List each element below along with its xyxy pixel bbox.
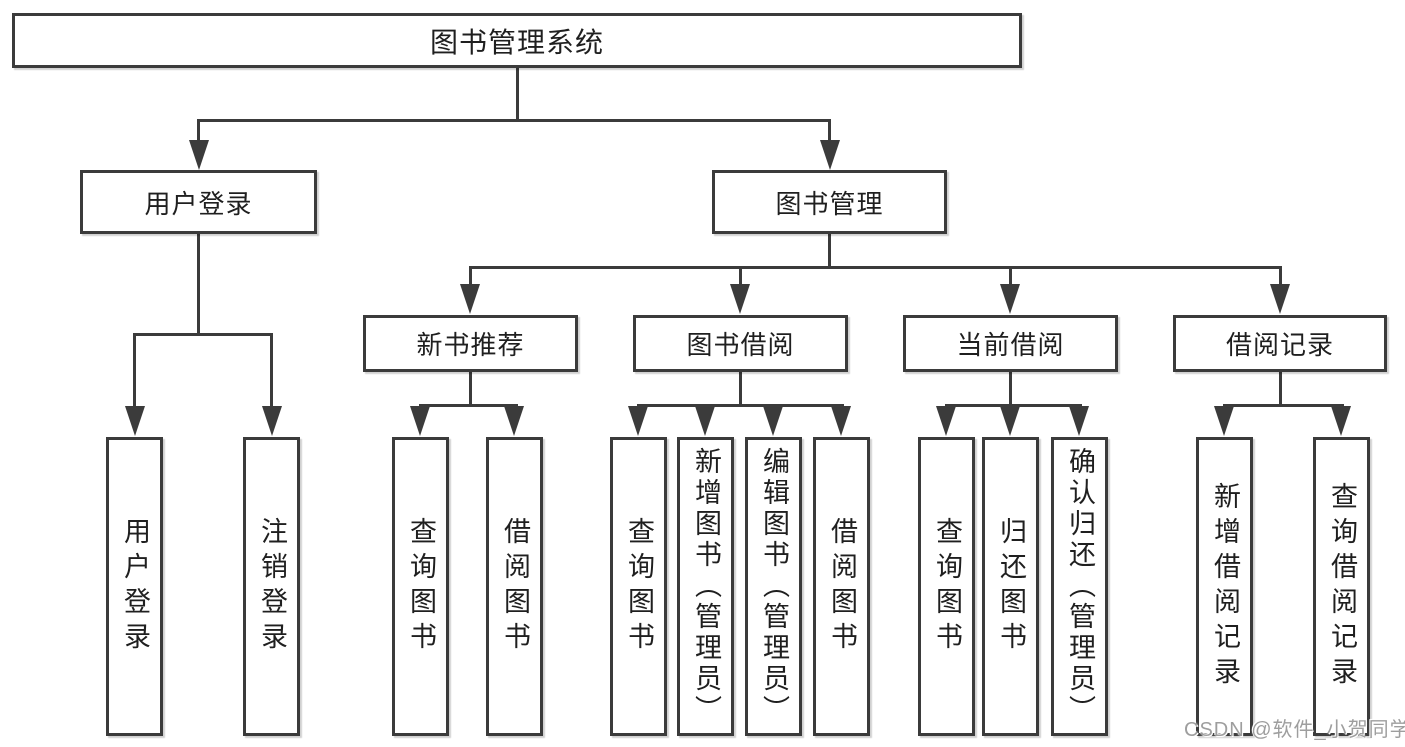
leaf-label: 借阅图书 bbox=[500, 516, 530, 657]
connector-line bbox=[133, 333, 273, 336]
arrowhead-down-icon bbox=[410, 406, 430, 436]
arrowhead-down-icon bbox=[504, 406, 524, 436]
leaf-label: 确认归还（管理员） bbox=[1065, 447, 1095, 726]
connector-line bbox=[1279, 268, 1282, 286]
node-label: 图书借阅 bbox=[686, 330, 795, 360]
connector-line bbox=[469, 372, 472, 406]
connector-line bbox=[1223, 404, 1344, 407]
leaf-node-user-login: 用户登录 bbox=[106, 437, 163, 736]
arrowhead-down-icon bbox=[125, 406, 145, 436]
arrowhead-down-icon bbox=[1000, 406, 1020, 436]
arrowhead-down-icon bbox=[1214, 406, 1234, 436]
node-label: 新书推荐 bbox=[416, 330, 525, 360]
leaf-node-query-borrow-record: 查询借阅记录 bbox=[1313, 437, 1370, 736]
connector-line bbox=[1009, 372, 1012, 406]
node-user-login: 用户登录 bbox=[80, 170, 317, 234]
arrowhead-down-icon bbox=[1069, 406, 1089, 436]
connector-line bbox=[197, 234, 200, 336]
leaf-label: 用户登录 bbox=[120, 516, 150, 657]
leaf-node-query-books: 查询图书 bbox=[918, 437, 975, 736]
node-label: 当前借阅 bbox=[956, 330, 1065, 360]
leaf-node-confirm-return-admin: 确认归还（管理员） bbox=[1051, 437, 1108, 736]
leaf-label: 查询图书 bbox=[624, 516, 654, 657]
connector-line bbox=[469, 266, 1282, 269]
connector-line bbox=[516, 68, 519, 120]
leaf-node-logout: 注销登录 bbox=[243, 437, 300, 736]
connector-line bbox=[197, 121, 200, 143]
arrowhead-down-icon bbox=[820, 140, 840, 170]
leaf-label: 新增图书（管理员） bbox=[691, 447, 721, 726]
node-current-borrowing: 当前借阅 bbox=[903, 315, 1118, 372]
leaf-label: 查询借阅记录 bbox=[1327, 481, 1357, 692]
leaf-label: 归还图书 bbox=[996, 516, 1026, 657]
arrowhead-down-icon bbox=[763, 406, 783, 436]
connector-line bbox=[133, 335, 136, 408]
node-book-borrowing: 图书借阅 bbox=[633, 315, 848, 372]
leaf-label: 查询图书 bbox=[406, 516, 436, 657]
arrowhead-down-icon bbox=[1000, 284, 1020, 314]
arrowhead-down-icon bbox=[1331, 406, 1351, 436]
connector-line bbox=[637, 404, 844, 407]
node-borrowing-records: 借阅记录 bbox=[1173, 315, 1387, 372]
leaf-node-borrow-books: 借阅图书 bbox=[813, 437, 870, 736]
node-label: 借阅记录 bbox=[1225, 330, 1334, 360]
leaf-node-add-borrow-record: 新增借阅记录 bbox=[1196, 437, 1253, 736]
node-root: 图书管理系统 bbox=[12, 13, 1022, 68]
leaf-node-query-books: 查询图书 bbox=[392, 437, 449, 736]
connector-line bbox=[828, 233, 831, 269]
leaf-node-return-books: 归还图书 bbox=[982, 437, 1039, 736]
leaf-node-query-books: 查询图书 bbox=[610, 437, 667, 736]
leaf-label: 查询图书 bbox=[932, 516, 962, 657]
connector-line bbox=[828, 121, 831, 143]
arrowhead-down-icon bbox=[189, 140, 209, 170]
arrowhead-down-icon bbox=[936, 406, 956, 436]
connector-line bbox=[739, 268, 742, 286]
connector-line bbox=[419, 404, 518, 407]
connector-line bbox=[270, 335, 273, 408]
arrowhead-down-icon bbox=[831, 406, 851, 436]
node-book-management: 图书管理 bbox=[712, 170, 947, 234]
leaf-node-borrow-books: 借阅图书 bbox=[486, 437, 543, 736]
arrowhead-down-icon bbox=[1270, 284, 1290, 314]
leaf-node-add-books-admin: 新增图书（管理员） bbox=[677, 437, 734, 736]
node-new-book-recommend: 新书推荐 bbox=[363, 315, 578, 372]
connector-line bbox=[945, 404, 1082, 407]
arrowhead-down-icon bbox=[628, 406, 648, 436]
arrowhead-down-icon bbox=[695, 406, 715, 436]
leaf-label: 借阅图书 bbox=[827, 516, 857, 657]
connector-line bbox=[469, 268, 472, 286]
arrowhead-down-icon bbox=[262, 406, 282, 436]
node-label: 用户登录 bbox=[144, 188, 253, 219]
connector-line bbox=[739, 372, 742, 406]
leaf-node-edit-books-admin: 编辑图书（管理员） bbox=[745, 437, 802, 736]
arrowhead-down-icon bbox=[730, 284, 750, 314]
watermark-text: CSDN @软件_小贺同学 bbox=[1184, 719, 1405, 741]
node-label: 图书管理系统 bbox=[429, 26, 604, 58]
leaf-label: 注销登录 bbox=[257, 516, 287, 657]
connector-line bbox=[1279, 372, 1282, 406]
leaf-label: 编辑图书（管理员） bbox=[759, 447, 789, 726]
leaf-label: 新增借阅记录 bbox=[1210, 481, 1240, 692]
arrowhead-down-icon bbox=[460, 284, 480, 314]
connector-line bbox=[197, 119, 831, 122]
connector-line bbox=[1009, 268, 1012, 286]
node-label: 图书管理 bbox=[775, 188, 884, 219]
